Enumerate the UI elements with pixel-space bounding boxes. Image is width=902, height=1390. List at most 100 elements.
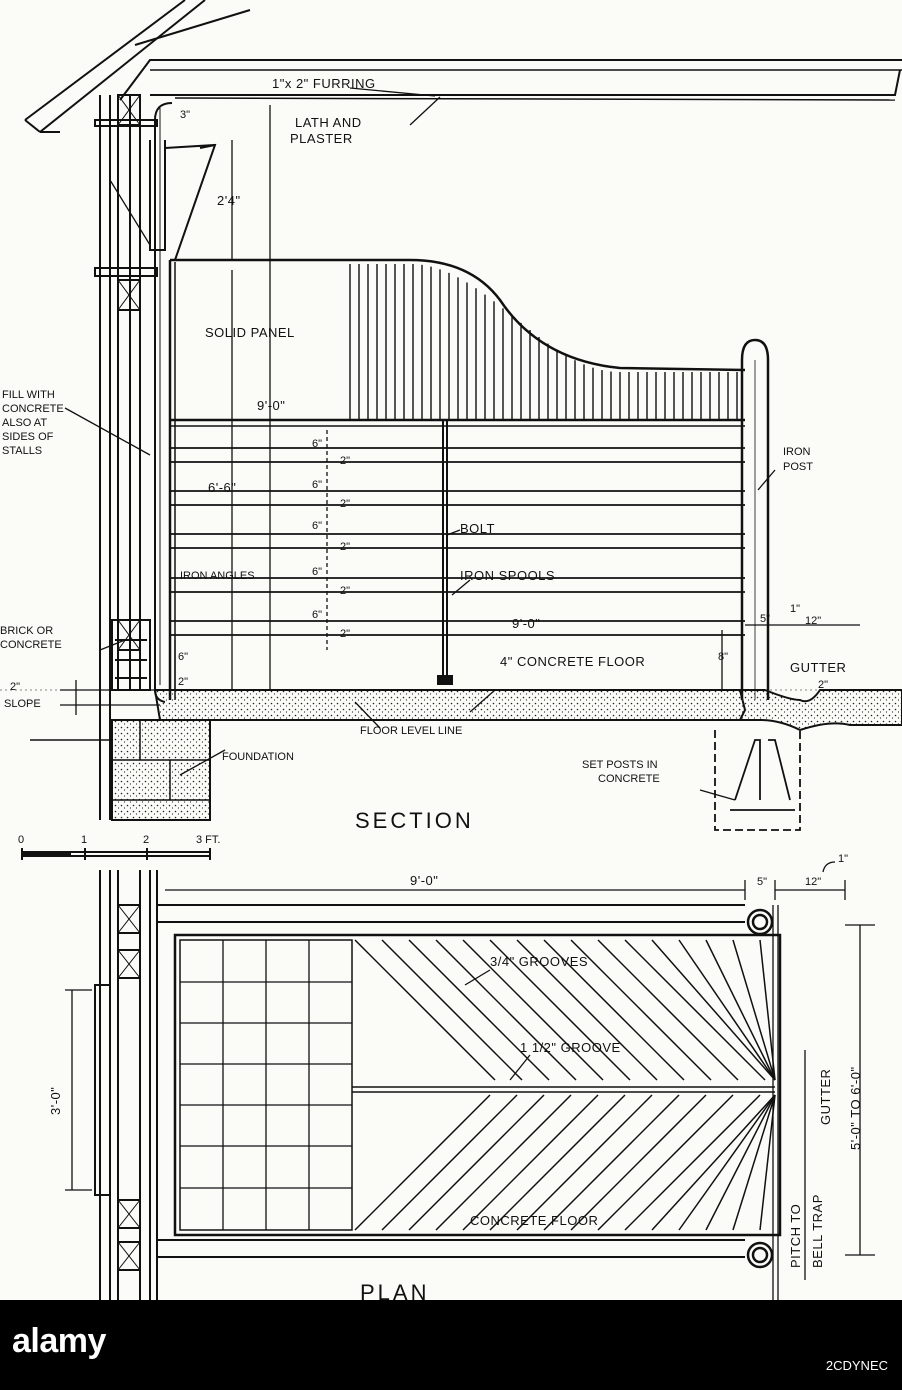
label-gutter-2: 2" — [818, 679, 828, 691]
label-2-4: 2'4" — [217, 193, 241, 208]
label-rail-2b: 2" — [340, 498, 350, 510]
scale-1: 1 — [81, 834, 87, 846]
label-iron-spools: IRON SPOOLS — [460, 568, 555, 583]
label-9-0: 9'-0" — [257, 398, 285, 413]
section-labels: 1"x 2" FURRING LATH AND PLASTER 3" 2'4" … — [0, 76, 846, 846]
rails — [170, 447, 745, 636]
label-bolt: BOLT — [460, 521, 495, 536]
stall-drawing: 1"x 2" FURRING LATH AND PLASTER 3" 2'4" … — [0, 0, 902, 1300]
label-fill-1: FILL WITH — [2, 389, 55, 401]
label-gutter-vertical: GUTTER — [818, 1069, 833, 1125]
scale-2: 2 — [143, 834, 149, 846]
label-post: POST — [783, 461, 813, 473]
groove-lower — [462, 1094, 599, 1231]
label-lath: LATH AND — [295, 115, 362, 130]
groove-lower — [732, 1094, 776, 1231]
groove-lower — [354, 1094, 491, 1231]
groove-upper — [651, 939, 776, 1081]
label-rail-6b: 6" — [312, 479, 322, 491]
label-groove: 1 1/2" GROOVE — [520, 1040, 621, 1055]
plan-grooves — [354, 939, 776, 1231]
label-plaster: PLASTER — [290, 131, 353, 146]
plan-stall — [157, 904, 782, 1258]
label-rail-2a: 2" — [340, 455, 350, 467]
label-pitch-to: PITCH TO — [788, 1204, 803, 1268]
groove-lower — [624, 1094, 761, 1231]
label-plan-concrete-floor: CONCRETE FLOOR — [470, 1213, 598, 1228]
scale-0: 0 — [18, 834, 24, 846]
groove-upper — [354, 939, 496, 1081]
label-iron-angles: IRON ANGLES — [180, 570, 255, 582]
plan-label-9-0: 9'-0" — [410, 873, 438, 888]
groove-upper — [597, 939, 739, 1081]
groove-lower — [570, 1094, 707, 1231]
label-5in: 5" — [760, 613, 770, 625]
label-slope-2: 2" — [10, 681, 20, 693]
plan-label-5: 5" — [757, 876, 767, 888]
label-foundation: FOUNDATION — [222, 751, 294, 763]
stock-logo: alamy — [12, 1322, 106, 1360]
groove-upper — [705, 939, 776, 1081]
foundation — [30, 619, 211, 821]
label-fill-5: STALLS — [2, 445, 42, 457]
label-8in: 8" — [718, 651, 728, 663]
label-brick: BRICK OR — [0, 625, 53, 637]
label-slope: SLOPE — [4, 698, 41, 710]
plan-title: PLAN — [360, 1280, 429, 1300]
groove-lower — [678, 1094, 776, 1231]
label-rail-6d: 6" — [312, 566, 322, 578]
groove-upper — [516, 939, 658, 1081]
groove-lower — [705, 1094, 776, 1231]
label-rail-2e: 2" — [340, 628, 350, 640]
groove-upper — [624, 939, 766, 1081]
plan-posts — [746, 908, 774, 1269]
label-gutter: GUTTER — [790, 660, 846, 675]
label-3in: 3" — [180, 109, 190, 121]
label-brick-concrete: CONCRETE — [0, 639, 62, 651]
groove-upper — [570, 939, 712, 1081]
section-title: SECTION — [355, 808, 474, 833]
groove-upper — [489, 939, 631, 1081]
label-furring: 1"x 2" FURRING — [272, 76, 376, 91]
label-window-dim: 3'-0" — [48, 1087, 63, 1115]
groove-lower — [381, 1094, 518, 1231]
plan-labels: 9'-0" 5" 1" 12" 3/4" GROOVES 1 1/2" GROO… — [48, 853, 863, 1300]
label-6-bottom: 6" — [178, 651, 188, 663]
floor — [0, 688, 902, 732]
groove-upper — [462, 939, 604, 1081]
groove-upper — [435, 939, 577, 1081]
iron-post — [740, 338, 770, 700]
stock-watermark-bar: alamy 2CDYNEC — [0, 1300, 902, 1390]
label-rail-6c: 6" — [312, 520, 322, 532]
groove-lower — [489, 1094, 626, 1231]
ceiling-furring — [150, 69, 901, 703]
groove-upper — [543, 939, 685, 1081]
label-4-concrete-floor: 4" CONCRETE FLOOR — [500, 654, 645, 669]
post-footing — [714, 730, 801, 831]
label-rail-2c: 2" — [340, 541, 350, 553]
bolt — [437, 420, 453, 685]
groove-lower — [408, 1094, 545, 1231]
label-set-posts: SET POSTS IN — [582, 759, 658, 771]
groove-lower — [543, 1094, 680, 1231]
plan-grid — [180, 940, 352, 1230]
label-rail-6a: 6" — [312, 438, 322, 450]
label-fill-2: CONCRETE — [2, 403, 64, 415]
groove-upper — [678, 939, 776, 1081]
plan-dimensions — [165, 861, 875, 1300]
groove-lower — [516, 1094, 653, 1231]
roof — [24, 0, 902, 133]
wall — [94, 94, 158, 820]
groove-lower — [651, 1094, 776, 1231]
label-fill-4: SIDES OF — [2, 431, 54, 443]
label-grooves: 3/4" GROOVES — [490, 954, 588, 969]
label-bell-trap: BELL TRAP — [810, 1194, 825, 1268]
label-set-posts-concrete: CONCRETE — [598, 773, 660, 785]
drawing-svg: 1"x 2" FURRING LATH AND PLASTER 3" 2'4" … — [0, 0, 902, 1300]
label-fill-3: ALSO AT — [2, 417, 47, 429]
label-12in: 12" — [805, 615, 821, 627]
label-solid-panel: SOLID PANEL — [205, 325, 295, 340]
label-6-6: 6'-6" — [208, 480, 236, 495]
groove-upper — [732, 939, 776, 1081]
window-sash — [149, 140, 217, 261]
